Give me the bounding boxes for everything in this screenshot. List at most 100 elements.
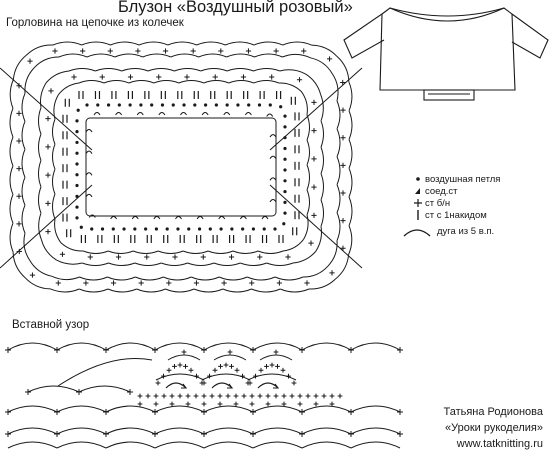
single-crochet-mark [48,88,54,94]
chain-arc-mark [225,41,255,46]
single-crochet-mark [227,349,233,355]
chain-loop-mark [93,112,101,116]
chain-arc-mark [167,41,197,46]
chain-arc-mark [348,196,353,226]
chain-arc-mark [52,144,56,170]
chain-arc-mark [279,69,306,75]
chain-arc-mark [58,53,88,58]
single-crochet-mark [80,48,86,54]
chain-loop-mark [266,113,274,117]
chain-stitch-mark [75,130,79,134]
chain-arc-mark [40,239,57,261]
chain-stitch-mark [283,189,287,194]
chain-arc-mark [56,405,107,413]
single-crochet-mark [162,48,169,54]
chain-arc-mark [7,342,58,351]
chain-arc-mark [134,262,162,266]
chain-arc-mark [203,427,254,435]
chain-arc-mark [350,342,401,351]
chain-arc-mark [105,441,156,449]
chain-arc-mark [9,108,14,138]
corner-diagonal [0,184,93,269]
single-crochet-plus-icon [400,196,422,210]
single-crochet-mark [137,393,143,399]
single-crochet-mark [184,74,190,80]
chain-arc-mark [24,67,35,94]
chain-arc-mark [7,405,58,413]
chain-arc-mark [292,251,317,264]
chain-arc-mark [252,405,303,413]
single-crochet-mark [348,431,354,437]
chain-arc-mark [21,205,26,234]
single-crochet-mark [5,347,11,353]
single-crochet-mark [153,393,159,399]
turn-arrow-mark [257,382,279,389]
chain-loop-mark [180,112,187,116]
chain-arc-mark [320,94,324,122]
chain-arc-mark [38,212,42,240]
chain-arc-mark [86,53,116,58]
chain-arc-mark [246,276,276,281]
turn-arrow-mark [211,382,233,389]
single-crochet-mark [16,221,22,227]
chain-arc-mark [68,68,96,72]
single-crochet-mark [54,431,60,437]
single-crochet-mark [250,409,256,415]
chain-arc-mark [311,44,338,57]
chain-stitch-mark [76,108,80,112]
single-crochet-mark [110,280,117,286]
single-crochet-mark [169,401,175,407]
chain-loop-mark [175,216,182,220]
single-crochet-mark [340,245,346,251]
chain-loop-mark [269,198,277,203]
chain-arc-mark [348,139,353,169]
single-crochet-mark [233,401,239,407]
single-crochet-mark [311,128,317,134]
single-crochet-mark [326,56,333,62]
chain-stitch-mark [230,227,234,231]
chain-arc-mark [203,405,254,413]
chain-arc-mark [79,276,108,281]
chain-arc-mark [301,342,352,351]
single-crochet-mark [188,367,194,373]
chain-arc-mark [306,164,310,190]
single-crochet-mark [340,79,346,86]
corner-diagonal [269,67,363,151]
slip-stitch-triangle-icon [400,184,422,198]
single-crochet-mark [177,393,183,399]
chain-stitch-mark [75,162,79,166]
single-crochet-mark [257,254,263,260]
chain-arc-mark [79,288,109,293]
chain-arc-mark [82,262,109,266]
insert-pattern-title: Вставной узор [12,319,90,331]
chain-arc-mark [348,225,353,255]
chain-arc-mark [187,262,215,266]
single-crochet-mark [107,48,113,54]
chain-arc-mark [240,262,267,266]
chain-arc-mark [193,288,224,293]
chain-loop-mark [218,216,226,220]
chain-arc-mark [52,193,56,220]
chain-arc-mark [38,107,42,135]
chain-arc-mark [103,80,130,84]
chain-arc-mark [222,288,252,293]
chain-stitch-mark [75,173,79,177]
single-crochet-mark [16,138,22,144]
chain-arc-mark [52,168,56,195]
single-crochet-mark [5,409,11,415]
chain-stitch-mark [283,168,287,172]
chain-arc-mark [257,250,284,254]
single-crochet-mark [218,363,223,369]
chain-arc-mark [167,354,201,361]
chain-arc-mark [155,373,205,381]
single-crochet-mark [200,254,206,260]
chain-stitch-mark [111,227,115,231]
chain-arc-mark [350,441,401,449]
single-crochet-mark [172,254,178,260]
chain-arc-mark [305,73,322,95]
chain-arc-mark [213,262,241,266]
chain-arc-mark [232,250,259,254]
single-crochet-mark [305,393,311,399]
legend-label: воздушная петля [425,173,501,185]
single-crochet-mark [185,401,191,407]
